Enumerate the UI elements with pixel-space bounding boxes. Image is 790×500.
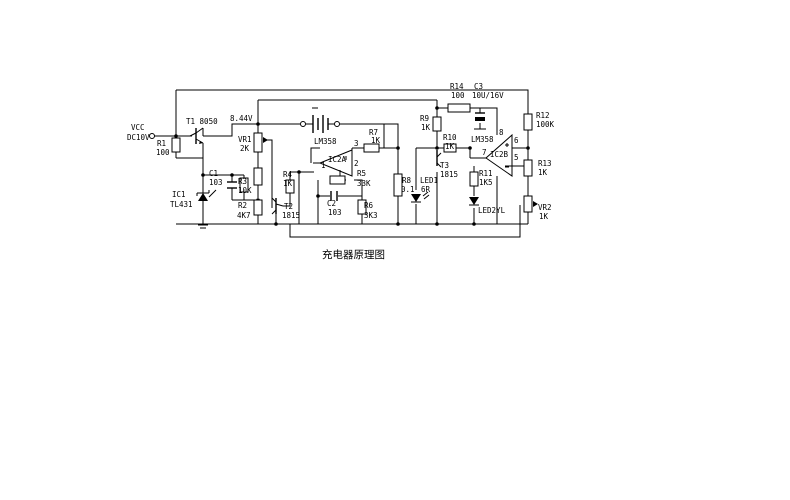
label-r4: R4 [283,170,293,179]
junctions [174,106,530,226]
label-r9-value: 1K [421,123,431,132]
label-vr2-value: 1K [539,212,549,221]
label-dc10v: DC10V [127,133,150,142]
resistor-r7 [363,143,380,153]
resistor-r3 [239,177,249,193]
vcc-terminal [149,133,155,139]
label-r1: R1 [157,139,166,148]
label-r5-value: 33K [357,179,371,188]
label-r14-value: 100 [451,91,465,100]
label-c2: C2 [327,199,336,208]
label-lm358-a: LM358 [314,137,337,146]
ground-symbol [198,224,208,229]
label-ic2b: IC2B [490,150,509,159]
label-r10-value: 1K [445,142,455,151]
battery [300,107,340,133]
label-led1: LED1 [420,176,438,185]
label-r2: R2 [238,201,247,210]
label-vr2: VR2 [538,203,552,212]
opamp-ic2b [485,133,513,177]
label-r11: R11 [479,169,493,178]
potentiometer-vr1 [253,132,268,153]
led1 [411,191,430,203]
label-r12-value: 100K [536,120,555,129]
label-vr1: VR1 [238,135,252,144]
label-ic2a: IC2A [328,155,347,164]
label-r5: R5 [357,169,366,178]
label-c3-value: 10U/16V [472,91,504,100]
label-t2: T2 [284,202,293,211]
label-r8-value: 0.1 [401,185,415,194]
label-pin3: 3 [354,139,359,148]
resistor-r13 [523,159,533,177]
capacitor-c3 [475,112,485,121]
label-ic1-value: TL431 [170,200,193,209]
label-lm358-b: LM358 [471,135,494,144]
label-c2-value: 103 [328,208,342,217]
resistor-r11 [469,171,479,187]
label-r2-value: 4K7 [237,211,251,220]
potentiometer-vr2 [523,195,538,213]
label-r3-value: 10K [238,186,252,195]
label-t1: T1 8050 [186,117,218,126]
label-844v: 8.44V [230,114,253,123]
label-r3: R3 [238,177,247,186]
label-r10: R10 [443,133,457,142]
label-r11-value: 1K5 [479,178,493,187]
label-pin5: 5 [514,153,519,162]
label-r9: R9 [420,114,429,123]
resistor-r9 [432,116,442,132]
label-r4-value: 1K [283,179,293,188]
resistor-r2 [253,199,263,216]
resistor-r8 [393,173,403,197]
led2 [469,197,479,206]
label-c3: C3 [474,82,483,91]
capacitor-c2 [330,191,338,201]
transistor-t1 [189,127,204,158]
label-led1-value: 6R [421,185,431,194]
label-r12: R12 [536,111,550,120]
zener-ic1 [196,189,217,201]
label-vcc: VCC [131,123,145,132]
label-r8: R8 [402,176,412,185]
label-ic1: IC1 [172,190,186,199]
label-pin8: 8 [499,128,504,137]
label-r7: R7 [369,128,378,137]
label-c1-value: 103 [209,178,223,187]
label-r14: R14 [450,82,464,91]
label-t3: T3 [440,161,449,170]
label-pin6: 6 [514,136,519,145]
resistor-r5 [329,175,346,185]
resistor-r12 [523,113,533,131]
label-pin7: 7 [482,148,487,157]
transistor-t3 [436,150,442,168]
resistor-r4 [285,179,295,194]
transistor-t2 [271,197,284,215]
component-labels: VCC DC10V R1 100 T1 8050 8.44V VR1 2K C1… [127,82,555,221]
resistor-r1 [171,137,181,153]
resistor-vr1-lower [253,167,263,186]
label-r6-value: 3K3 [364,211,378,220]
label-r1-value: 100 [156,148,170,157]
label-pin2: 2 [354,159,359,168]
label-r13: R13 [538,159,552,168]
label-r6: R6 [364,201,374,210]
label-vr1-value: 2K [240,144,250,153]
resistor-r14 [447,103,471,113]
label-t3-value: 1815 [440,170,458,179]
label-r13-value: 1K [538,168,548,177]
capacitor-c1 [227,181,237,189]
diagram-caption: 充电器原理图 [322,248,385,261]
opamp-ic2a [318,149,353,177]
resistor-r6 [357,199,367,215]
label-led2: LED2YL [478,206,506,215]
label-c1: C1 [209,169,218,178]
label-r7-value: 1K [371,136,381,145]
label-t2-value: 1815 [282,211,300,220]
resistor-r10 [443,143,457,153]
label-pin1: 1 [321,161,326,170]
